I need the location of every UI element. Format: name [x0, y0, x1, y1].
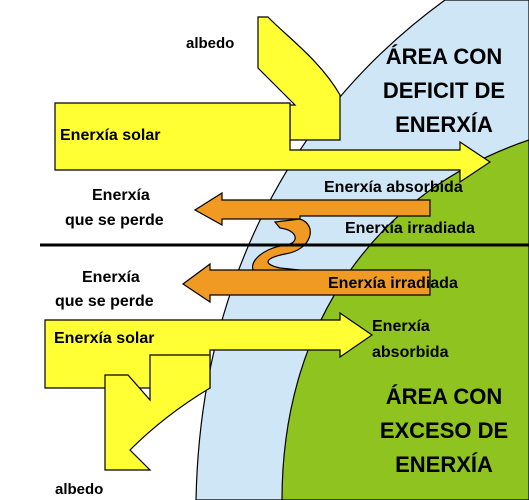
label-solar-bottom: Enerxía solar: [54, 330, 155, 347]
surplus-title-2: EXCESO DE: [380, 418, 508, 443]
label-albedo-bottom: albedo: [55, 481, 103, 498]
label-albedo-top: albedo: [186, 35, 234, 52]
surplus-title-1: ÁREA CON: [386, 384, 503, 409]
label-radiated-bottom: Enerxía irradiada: [328, 275, 458, 292]
label-absorbed-bottom-2: absorbida: [372, 344, 449, 361]
label-lost-bottom-2: que se perde: [55, 293, 154, 310]
label-absorbed-top: Enerxía absorbida: [324, 179, 463, 196]
deficit-title-1: ÁREA CON: [386, 44, 503, 69]
deficit-title-2: DEFICIT DE: [383, 78, 505, 103]
albedo-arrow-top: [257, 16, 341, 141]
albedo-arrow-bottom: [104, 354, 211, 471]
label-absorbed-bottom-1: Enerxía: [372, 318, 430, 335]
label-radiated-top: Enerxía irradiada: [345, 220, 475, 237]
surplus-title-3: ENERXÍA: [395, 452, 493, 477]
lost-arrow-top: [193, 191, 431, 227]
lost-arrow-bottom: [181, 262, 431, 304]
deficit-title-3: ENERXÍA: [395, 112, 493, 137]
label-lost-top-2: que se perde: [65, 212, 164, 229]
label-solar-top: Enerxía solar: [60, 127, 161, 144]
solar-arrow-top: [54, 102, 492, 184]
label-lost-top-1: Enerxía: [92, 187, 150, 204]
label-lost-bottom-1: Enerxía: [82, 269, 140, 286]
